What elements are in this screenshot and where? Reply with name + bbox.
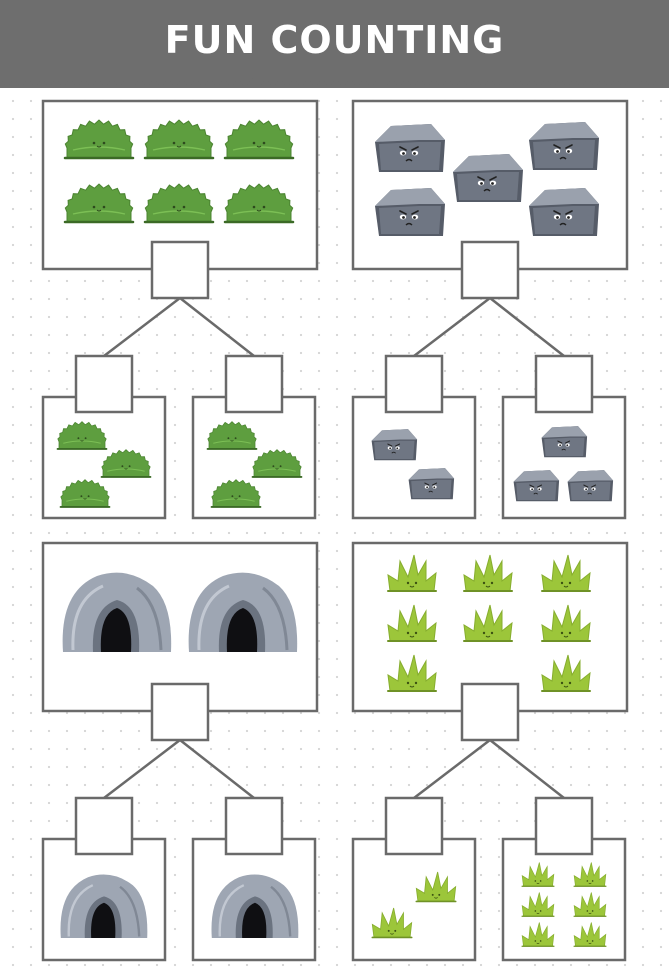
bush-icon bbox=[59, 479, 111, 508]
grass-icon bbox=[541, 654, 591, 692]
bush-total-answer-box[interactable] bbox=[150, 240, 210, 300]
rock-icon bbox=[375, 188, 445, 236]
connector-line bbox=[489, 739, 565, 799]
cave-total-answer-box[interactable] bbox=[150, 682, 210, 742]
cave-icon bbox=[62, 572, 172, 652]
bush-icon bbox=[210, 479, 262, 508]
page-title: FUN COUNTING bbox=[164, 18, 505, 62]
grass-icon bbox=[387, 654, 437, 692]
grass-part-answer-box-right[interactable] bbox=[534, 796, 594, 856]
grass-icon bbox=[573, 892, 607, 917]
bush-icon bbox=[206, 421, 258, 450]
rock-total-answer-box[interactable] bbox=[460, 240, 520, 300]
bush-icon bbox=[143, 119, 215, 160]
rock-icon bbox=[375, 124, 445, 172]
bush-icon bbox=[251, 449, 303, 478]
connector-line bbox=[413, 297, 491, 357]
bush-part-answer-box-left[interactable] bbox=[74, 354, 134, 414]
bush-icon bbox=[63, 119, 135, 160]
connector-line bbox=[179, 739, 255, 799]
rock-icon bbox=[567, 470, 614, 502]
rock-part-answer-box-right[interactable] bbox=[534, 354, 594, 414]
grass-icon bbox=[371, 907, 413, 939]
connector-line bbox=[179, 297, 255, 357]
connector-line bbox=[489, 297, 565, 357]
rock-icon bbox=[513, 470, 560, 502]
grass-icon bbox=[387, 604, 437, 642]
bush-icon bbox=[56, 421, 108, 450]
bush-icon bbox=[143, 183, 215, 224]
connector-line bbox=[103, 739, 181, 799]
grass-icon bbox=[387, 554, 437, 592]
grass-icon bbox=[573, 862, 607, 887]
grass-icon bbox=[541, 554, 591, 592]
cave-part-answer-box-right[interactable] bbox=[224, 796, 284, 856]
rock-icon bbox=[529, 188, 599, 236]
grass-part-box-right bbox=[501, 837, 627, 962]
rock-icon bbox=[529, 122, 599, 170]
grass-total-answer-box[interactable] bbox=[460, 682, 520, 742]
bush-icon bbox=[100, 449, 152, 478]
rock-icon bbox=[541, 426, 588, 458]
grass-icon bbox=[463, 554, 513, 592]
grass-icon bbox=[415, 871, 457, 903]
grass-icon bbox=[463, 604, 513, 642]
grass-icon bbox=[573, 922, 607, 947]
bush-part-answer-box-right[interactable] bbox=[224, 354, 284, 414]
grass-icon bbox=[521, 892, 555, 917]
rock-icon bbox=[453, 154, 523, 202]
bush-icon bbox=[223, 183, 295, 224]
grass-part-answer-box-left[interactable] bbox=[384, 796, 444, 856]
connector-line bbox=[413, 739, 491, 799]
bush-icon bbox=[223, 119, 295, 160]
grass-icon bbox=[541, 604, 591, 642]
grass-icon bbox=[521, 862, 555, 887]
rock-icon bbox=[408, 468, 455, 500]
banner-zigzag-edge bbox=[0, 78, 669, 88]
cave-icon bbox=[211, 874, 299, 938]
cave-icon bbox=[188, 572, 298, 652]
cave-part-answer-box-left[interactable] bbox=[74, 796, 134, 856]
grass-icon bbox=[521, 922, 555, 947]
bush-icon bbox=[63, 183, 135, 224]
header-banner bbox=[0, 0, 669, 88]
grass-part-box-left bbox=[351, 837, 477, 962]
connector-line bbox=[103, 297, 181, 357]
cave-icon bbox=[60, 874, 148, 938]
rock-part-answer-box-left[interactable] bbox=[384, 354, 444, 414]
rock-icon bbox=[371, 429, 418, 461]
